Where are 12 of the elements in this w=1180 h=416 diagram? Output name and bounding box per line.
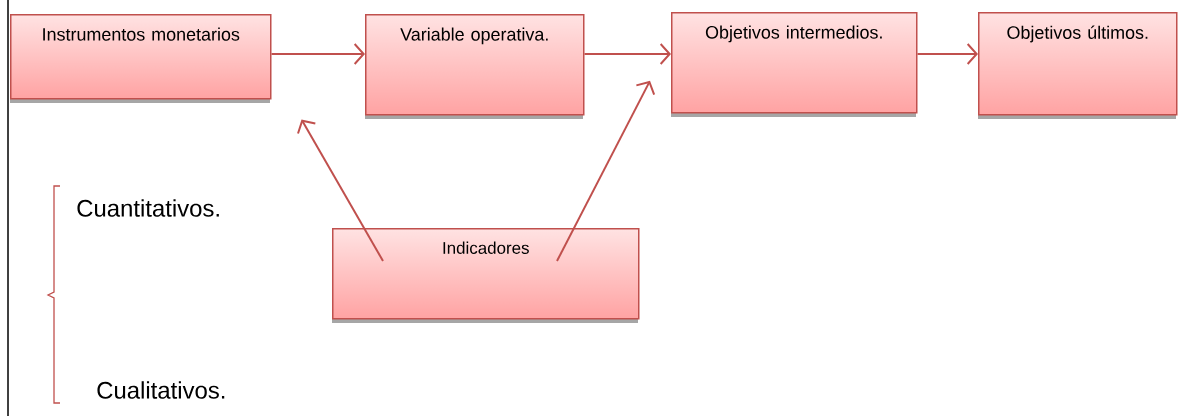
arrow [583,43,671,65]
label-text: Cualitativos. [97,381,225,399]
process-box: Variable operativa. [365,14,585,119]
process-box: Instrumentos monetarios [10,14,272,103]
process-box: Indicadores [332,228,640,323]
process-box: Objetivos intermedios. [671,12,918,117]
arrow [270,43,365,65]
arrow [556,80,656,262]
process-box: Objetivos últimos. [978,12,1178,119]
arrow [916,43,978,65]
label-text: Cuantitativos. [77,199,219,217]
arrow [297,119,384,262]
